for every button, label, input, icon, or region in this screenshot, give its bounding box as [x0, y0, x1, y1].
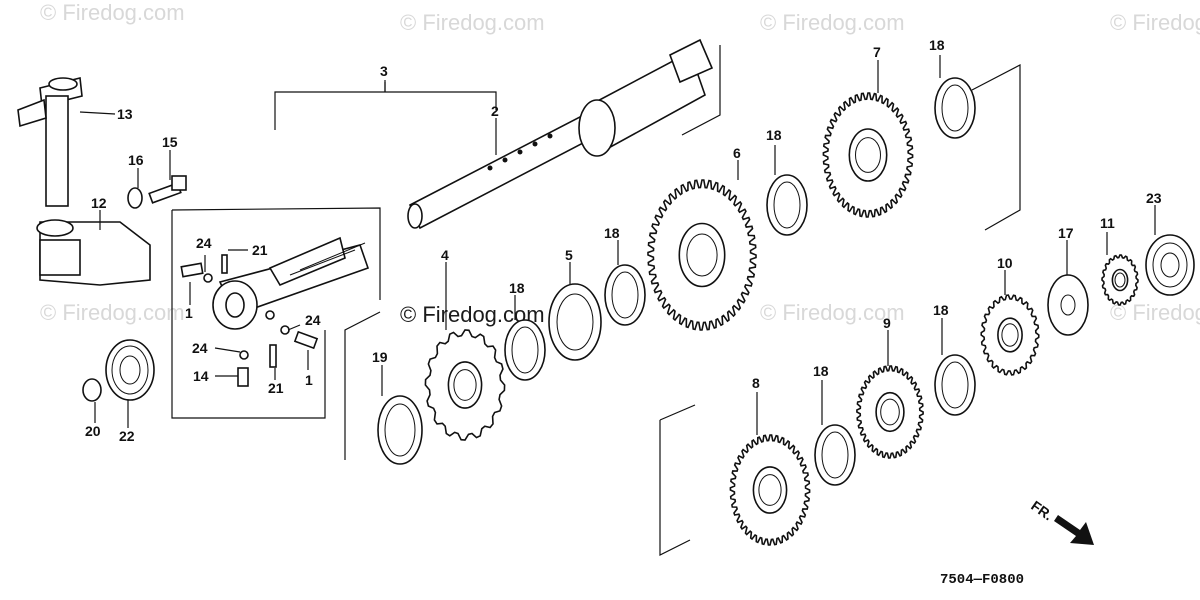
callout-14: 14 — [193, 368, 209, 384]
callout-12: 12 — [91, 195, 107, 211]
callout-19: 19 — [372, 349, 388, 365]
washer-part-16 — [127, 187, 143, 209]
callout-18-d: 18 — [929, 37, 945, 53]
group-brackets — [344, 64, 1021, 556]
callout-7: 7 — [873, 44, 881, 60]
callout-21-top: 21 — [252, 242, 268, 258]
callout-4: 4 — [441, 247, 449, 263]
bearing-part-22 — [105, 339, 155, 401]
gear-10 — [980, 294, 1040, 376]
callout-18-e: 18 — [813, 363, 829, 379]
callout-15: 15 — [162, 134, 178, 150]
diagram-code: 7504—F0800 — [940, 572, 1024, 588]
callout-24-right: 24 — [305, 312, 321, 328]
shift-arm-part-13 — [17, 77, 83, 207]
watermark-text: © Firedog.com — [1110, 10, 1200, 35]
callout-1-left: 1 — [185, 305, 193, 321]
gears — [424, 92, 1139, 546]
callout-22: 22 — [119, 428, 135, 444]
small-hardware — [180, 254, 319, 387]
callout-5: 5 — [565, 247, 573, 263]
bearing-part-23 — [1145, 234, 1195, 296]
callout-1-right: 1 — [305, 372, 313, 388]
callout-6: 6 — [733, 145, 741, 161]
watermark-text: © Firedog.com — [40, 300, 185, 325]
bolt-part-15 — [148, 175, 187, 204]
front-direction-arrow: FR. — [1028, 497, 1094, 545]
callout-16: 16 — [128, 152, 144, 168]
callout-21-bottom: 21 — [268, 380, 284, 396]
callout-11: 11 — [1100, 215, 1115, 231]
callout-9: 9 — [883, 315, 891, 331]
washers — [377, 77, 1089, 486]
watermark-text: © Firedog.com — [400, 10, 545, 35]
callout-18-b: 18 — [604, 225, 620, 241]
gear-6 — [647, 179, 757, 331]
gear-7 — [822, 92, 914, 218]
watermarks: © Firedog.com © Firedog.com © Firedog.co… — [40, 0, 1200, 327]
gear-11 — [1101, 254, 1139, 306]
shift-drum-assembly — [171, 207, 381, 419]
callout-10: 10 — [997, 255, 1013, 271]
callout-3: 3 — [380, 63, 388, 79]
watermark-text: © Firedog.com — [760, 10, 905, 35]
shaft-part-2 — [407, 38, 714, 230]
callouts: 3 2 13 12 16 15 24 21 1 24 24 14 21 1 22… — [85, 37, 1162, 444]
gear-8 — [729, 434, 811, 546]
callout-2: 2 — [491, 103, 499, 119]
callout-24-top: 24 — [196, 235, 212, 251]
callout-18-c: 18 — [766, 127, 782, 143]
callout-18-a: 18 — [509, 280, 525, 296]
callout-24-bottom: 24 — [192, 340, 208, 356]
callout-17: 17 — [1058, 225, 1074, 241]
circlip-part-20 — [82, 378, 102, 402]
gear-4 — [424, 329, 506, 441]
front-label: FR. — [1028, 497, 1056, 523]
gear-9 — [856, 365, 924, 459]
shift-fork-part-12 — [36, 219, 151, 286]
callout-23: 23 — [1146, 190, 1162, 206]
callout-8: 8 — [752, 375, 760, 391]
callout-13: 13 — [117, 106, 133, 122]
watermark-text: © Firedog.com — [760, 300, 905, 325]
leader-lines — [79, 55, 1156, 435]
callout-18-f: 18 — [933, 302, 949, 318]
watermark-text: © Firedog.com — [40, 0, 185, 25]
callout-20: 20 — [85, 423, 101, 439]
